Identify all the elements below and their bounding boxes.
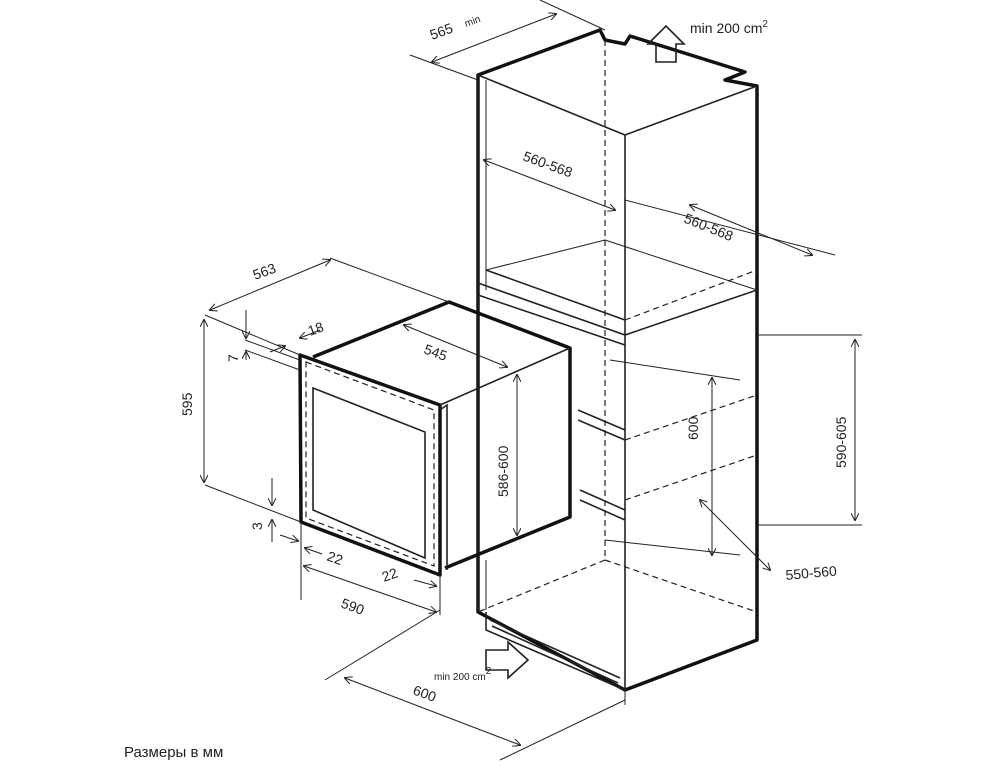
label-oven-height: 595 [179,392,195,416]
label-oven-width: 590 [339,595,367,618]
label-vent-top: min 200 cm2 [690,19,768,36]
label-niche-height-range: 590-605 [833,416,849,468]
airflow-in-arrow-icon [485,640,530,680]
label-side-offset-right: 22 [380,564,400,584]
label-niche-depth: 550-560 [785,563,838,583]
units-caption: Размеры в мм [124,744,224,761]
label-vent-bottom: min 200 cm2 [434,666,492,683]
label-frame-thickness: 18 [306,318,326,338]
label-top-gap: 7 [225,354,241,362]
label-inner-depth: 560-568 [682,210,736,244]
label-body-depth: 545 [422,341,450,364]
label-bottom-gap: 3 [249,522,265,530]
label-niche-height: 600 [685,416,701,440]
label-depth-min-suffix: min [463,14,482,30]
airflow-up-arrow-icon [646,24,686,63]
cabinet-drawing [324,0,862,761]
label-depth-min: 565 [428,20,456,43]
oven-drawing [204,257,572,615]
label-body-height: 586-600 [495,445,511,497]
label-side-offset-left: 22 [325,548,345,568]
label-inner-width: 560-568 [521,148,575,181]
label-oven-depth: 563 [251,260,279,283]
label-cabinet-width: 600 [411,682,439,705]
